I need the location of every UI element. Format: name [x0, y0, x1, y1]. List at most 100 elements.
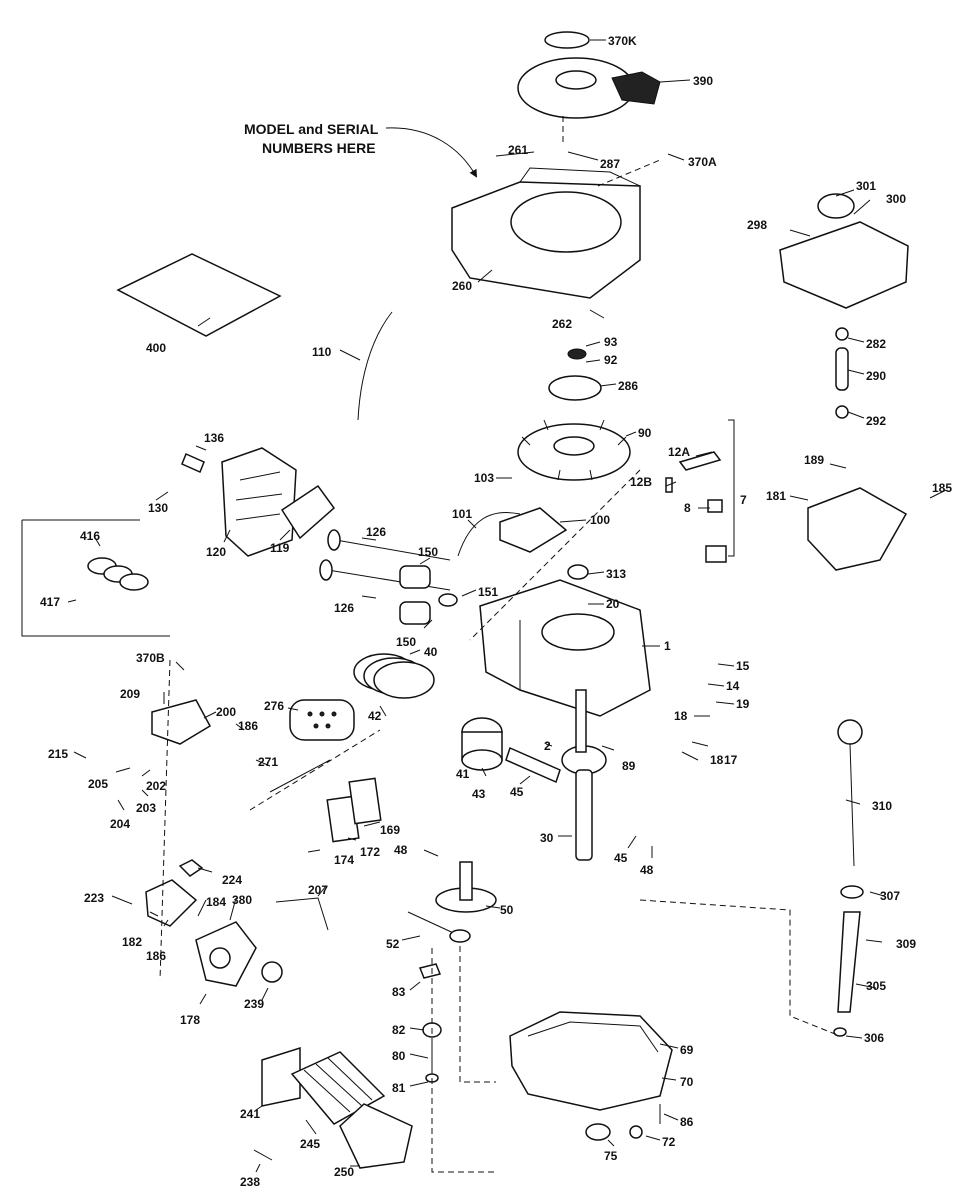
assembly-line: [431, 948, 496, 1173]
part-label: 126: [366, 525, 386, 539]
part-label: 86: [680, 1115, 694, 1129]
part-label: 30: [540, 831, 554, 845]
part-label: 136: [204, 431, 224, 445]
part-label: 100: [590, 513, 610, 527]
part-label: 245: [300, 1137, 320, 1151]
part-300-fuel-tank: [779, 193, 909, 309]
part-label: 298: [747, 218, 767, 232]
part-label: 89: [622, 759, 636, 773]
part-label: 45: [510, 785, 524, 799]
part-label: 81: [392, 1081, 406, 1095]
part-282-clamp: [835, 327, 849, 341]
part-label: 390: [693, 74, 713, 88]
note-line-2: NUMBERS HERE: [262, 140, 376, 156]
assembly-line: [249, 729, 381, 811]
part-1-cylinder-block: [479, 579, 651, 717]
part-label: 15: [736, 659, 750, 673]
part-label: 185: [932, 481, 952, 495]
part-label: 82: [392, 1023, 406, 1037]
part-label: 200: [216, 705, 236, 719]
part-label: 209: [120, 687, 140, 701]
part-label: 262: [552, 317, 572, 331]
part-label: 241: [240, 1107, 260, 1121]
part-126-valves: [319, 529, 451, 591]
part-label: 150: [396, 635, 416, 649]
part-label: 202: [146, 779, 166, 793]
part-label: 130: [148, 501, 168, 515]
part-400-filter-pad: [116, 253, 282, 337]
part-label: 238: [240, 1175, 260, 1189]
part-207-link: [275, 897, 329, 931]
part-110-wire: [357, 311, 393, 421]
part-label: 42: [368, 709, 382, 723]
part-label: 370A: [688, 155, 717, 169]
part-12A-key: [678, 451, 722, 471]
assembly-line: [639, 899, 841, 1037]
part-label: 75: [604, 1149, 618, 1163]
part-label: 120: [206, 545, 226, 559]
part-label: 70: [680, 1075, 694, 1089]
part-label: 250: [334, 1165, 354, 1179]
part-250-cover: [339, 1103, 413, 1169]
part-label: 313: [606, 567, 626, 581]
part-label: 151: [478, 585, 498, 599]
part-label: 172: [360, 845, 380, 859]
part-label: 370K: [608, 34, 637, 48]
part-label: 307: [880, 889, 900, 903]
part-label: 20: [606, 597, 620, 611]
part-83-bracket: [418, 963, 442, 979]
part-label: 119: [270, 541, 290, 555]
part-label: 286: [618, 379, 638, 393]
part-label: 52: [386, 937, 400, 951]
part-label: 93: [604, 335, 618, 349]
part-label: 12A: [668, 445, 690, 459]
part-label: 292: [866, 414, 886, 428]
part-93-nut: [567, 348, 587, 360]
part-186-body: [145, 879, 198, 927]
part-label: 126: [334, 601, 354, 615]
part-90-flywheel: [517, 419, 631, 481]
part-label: 380: [232, 893, 252, 907]
assembly-line: [159, 659, 171, 981]
part-label: 300: [886, 192, 906, 206]
part-label: 223: [84, 891, 104, 905]
part-label: 1: [664, 639, 671, 653]
part-label: 416: [80, 529, 100, 543]
inset-box-416: [21, 519, 170, 637]
part-181-bracket: [807, 487, 908, 571]
part-310-dipstick: [837, 719, 863, 867]
part-271-bolt: [269, 759, 331, 793]
part-label: 301: [856, 179, 876, 193]
part-label: 17: [724, 753, 738, 767]
part-label: 215: [48, 747, 68, 761]
part-292-clamp: [835, 405, 849, 419]
part-label: 14: [726, 679, 740, 693]
part-label: 83: [392, 985, 406, 999]
part-label: 48: [394, 843, 408, 857]
part-100-module: [499, 507, 568, 553]
part-8: [707, 499, 723, 513]
part-label: 261: [508, 143, 528, 157]
part-305-tube: [837, 911, 861, 1013]
part-169-gasket: [348, 777, 382, 825]
part-72-plug: [629, 1125, 643, 1139]
part-label: 204: [110, 817, 130, 831]
part-label: 271: [258, 755, 278, 769]
part-label: 224: [222, 873, 242, 887]
part-label: 150: [418, 545, 438, 559]
part-label: 276: [264, 699, 284, 713]
part-136-fitting: [181, 452, 205, 474]
part-label: 48: [640, 863, 654, 877]
part-239-cap: [261, 961, 283, 983]
part-151-retainer: [438, 593, 458, 607]
part-label: 181: [766, 489, 786, 503]
part-label: 92: [604, 353, 618, 367]
part-label: 287: [600, 157, 620, 171]
part-label: 400: [146, 341, 166, 355]
part-label: 7: [740, 493, 747, 507]
part-label: 189: [804, 453, 824, 467]
part-119-gasket: [280, 484, 336, 540]
part-276-muffler: [289, 699, 355, 741]
part-75-seal: [585, 1123, 611, 1141]
